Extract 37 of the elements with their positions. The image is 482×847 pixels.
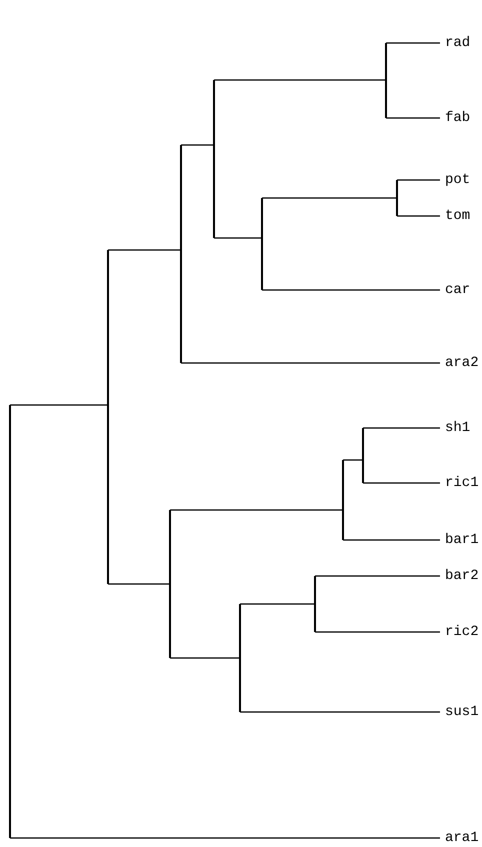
branch-line (170, 509, 343, 511)
taxon-label: ric2 (440, 624, 479, 640)
branch-line (240, 711, 440, 713)
taxon-label: sh1 (440, 420, 470, 436)
branch-line (386, 117, 440, 119)
branch-line (214, 237, 262, 239)
branch-line (181, 144, 214, 146)
taxon-label: fab (440, 110, 470, 126)
branch-line (363, 427, 440, 429)
branch-line (397, 179, 440, 181)
branch-line (214, 79, 386, 81)
branch-line (108, 249, 181, 251)
taxon-label: tom (440, 208, 470, 224)
taxon-label: sus1 (440, 704, 479, 720)
taxon-label: ric1 (440, 475, 479, 491)
branch-line (397, 215, 440, 217)
branch-line (343, 459, 363, 461)
branch-line (262, 197, 397, 199)
branch-line (108, 583, 170, 585)
branch-line (10, 837, 440, 839)
branch-line (386, 42, 440, 44)
taxon-label: bar1 (440, 532, 479, 548)
branch-line (315, 575, 440, 577)
taxon-label: ara2 (440, 355, 479, 371)
branch-line (240, 603, 315, 605)
branch-line (170, 657, 240, 659)
taxon-label: car (440, 282, 470, 298)
branch-line (363, 482, 440, 484)
branch-line (262, 289, 440, 291)
branch-line (315, 631, 440, 633)
branch-line (181, 362, 440, 364)
taxon-label: pot (440, 172, 470, 188)
branch-line (343, 539, 440, 541)
branch-line (10, 404, 108, 406)
taxon-label: ara1 (440, 830, 479, 846)
taxon-label: bar2 (440, 568, 479, 584)
taxon-label: rad (440, 35, 470, 51)
